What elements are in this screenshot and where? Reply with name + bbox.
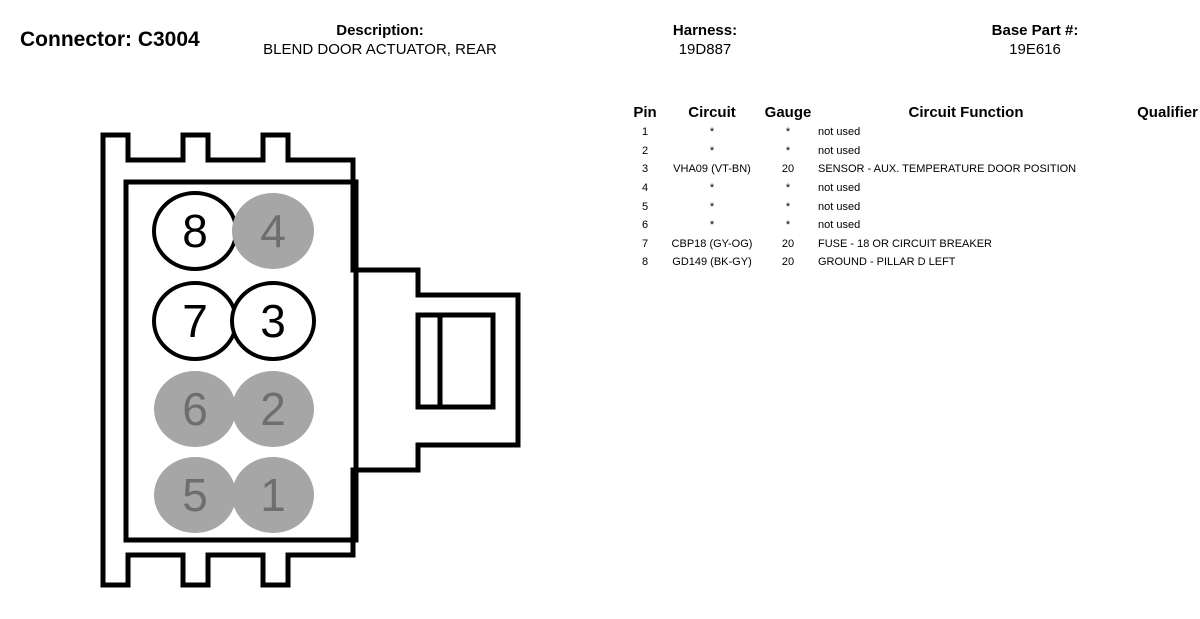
cavity-ellipse	[154, 457, 236, 533]
cell-function: not used	[818, 219, 861, 232]
header-circuit: Circuit	[688, 103, 736, 121]
cavity-ellipse	[230, 281, 316, 361]
cavity-ellipse	[232, 371, 314, 447]
cell-pin: 5	[641, 200, 649, 213]
cavity-ellipse	[154, 371, 236, 447]
cell-circuit: *	[709, 182, 715, 195]
inner-pocket	[123, 179, 359, 543]
cell-pin: 1	[641, 126, 649, 139]
cavity-pin-3: 3	[230, 281, 316, 361]
cell-gauge: *	[785, 144, 791, 157]
cavity-number: 2	[260, 383, 286, 435]
cell-pin: 8	[641, 256, 649, 269]
housing-outline	[100, 132, 521, 588]
header-pin: Pin	[633, 103, 657, 121]
table-row: 2 * * not used	[628, 142, 1198, 161]
cell-qualifier	[1118, 235, 1198, 254]
cell-function: FUSE - 18 OR CIRCUIT BREAKER	[818, 237, 992, 250]
cavity-pin-2: 2	[232, 371, 314, 447]
header-circuit-function: Circuit Function	[908, 103, 1024, 121]
table-row: 7 CBP18 (GY-OG) 20 FUSE - 18 OR CIRCUIT …	[628, 235, 1198, 254]
cell-circuit: GD149 (BK-GY)	[672, 256, 752, 269]
cell-circuit: VHA09 (VT-BN)	[673, 163, 751, 176]
cell-circuit: *	[709, 219, 715, 232]
cell-gauge: *	[785, 126, 791, 139]
cell-function: not used	[818, 182, 861, 195]
cavity-number: 4	[260, 205, 286, 257]
pin-table: Pin Circuit Gauge Circuit Function Quali…	[628, 101, 1198, 272]
table-row: 5 * * not used	[628, 197, 1198, 216]
cell-function: not used	[818, 200, 861, 213]
cell-function: not used	[818, 126, 861, 139]
cell-pin: 4	[641, 182, 649, 195]
cell-circuit: *	[709, 144, 715, 157]
table-row: 1 * * not used	[628, 123, 1198, 142]
description-block: Description: BLEND DOOR ACTUATOR, REAR	[230, 22, 530, 60]
cell-pin: 7	[641, 237, 649, 250]
base-part-block: Base Part #: 19E616	[960, 22, 1110, 60]
table-row: 4 * * not used	[628, 179, 1198, 198]
cavity-number: 7	[182, 295, 208, 347]
cavity-ellipse	[232, 193, 314, 269]
cell-pin: 6	[641, 219, 649, 232]
table-row: 6 * * not used	[628, 216, 1198, 235]
cavity-pin-5: 5	[154, 457, 236, 533]
cell-qualifier	[1118, 142, 1198, 161]
cavity-number: 1	[260, 469, 286, 521]
cavity-pin-1: 1	[232, 457, 314, 533]
cell-gauge: 20	[781, 256, 795, 269]
cell-gauge: 20	[781, 163, 795, 176]
header-qualifier: Qualifier	[1137, 103, 1198, 121]
key-outer	[415, 312, 496, 410]
cell-qualifier	[1118, 123, 1198, 142]
description-label: Description:	[336, 22, 424, 39]
cavity-pin-4: 4	[232, 193, 314, 269]
cavity-ellipse	[232, 457, 314, 533]
cavity-pin-8: 8	[152, 191, 238, 271]
connector-title: Connector: C3004	[20, 28, 200, 51]
harness-value: 19D887	[678, 41, 732, 58]
cell-function: not used	[818, 144, 861, 157]
cell-qualifier	[1118, 197, 1198, 216]
table-row: 8 GD149 (BK-GY) 20 GROUND - PILLAR D LEF…	[628, 253, 1198, 272]
cell-circuit: *	[709, 200, 715, 213]
cell-gauge: *	[785, 219, 791, 232]
cell-pin: 2	[641, 144, 649, 157]
cavity-pin-7: 7	[152, 281, 238, 361]
description-value: BLEND DOOR ACTUATOR, REAR	[263, 41, 497, 58]
pin-table-header-row: Pin Circuit Gauge Circuit Function Quali…	[628, 101, 1198, 123]
cell-qualifier	[1118, 179, 1198, 198]
cell-circuit: *	[709, 126, 715, 139]
cavity-number: 6	[182, 383, 208, 435]
cell-qualifier	[1118, 253, 1198, 272]
cavity-number: 3	[260, 295, 286, 347]
cavity-pin-6: 6	[154, 371, 236, 447]
cell-qualifier	[1118, 216, 1198, 235]
cell-circuit: CBP18 (GY-OG)	[671, 237, 753, 250]
base-part-label: Base Part #:	[991, 22, 1079, 39]
header-gauge: Gauge	[764, 103, 812, 121]
cell-function: GROUND - PILLAR D LEFT	[818, 256, 956, 269]
cavity-number: 5	[182, 469, 208, 521]
cell-gauge: 20	[781, 237, 795, 250]
cell-pin: 3	[641, 163, 649, 176]
cell-gauge: *	[785, 200, 791, 213]
cavity-number: 8	[182, 205, 208, 257]
harness-block: Harness: 19D887	[640, 22, 770, 60]
cell-qualifier	[1118, 160, 1198, 179]
table-row: 3 VHA09 (VT-BN) 20 SENSOR - AUX. TEMPERA…	[628, 160, 1198, 179]
cell-function: SENSOR - AUX. TEMPERATURE DOOR POSITION	[818, 163, 1077, 176]
cell-gauge: *	[785, 182, 791, 195]
base-part-value: 19E616	[1009, 41, 1061, 58]
harness-label: Harness:	[672, 22, 738, 39]
